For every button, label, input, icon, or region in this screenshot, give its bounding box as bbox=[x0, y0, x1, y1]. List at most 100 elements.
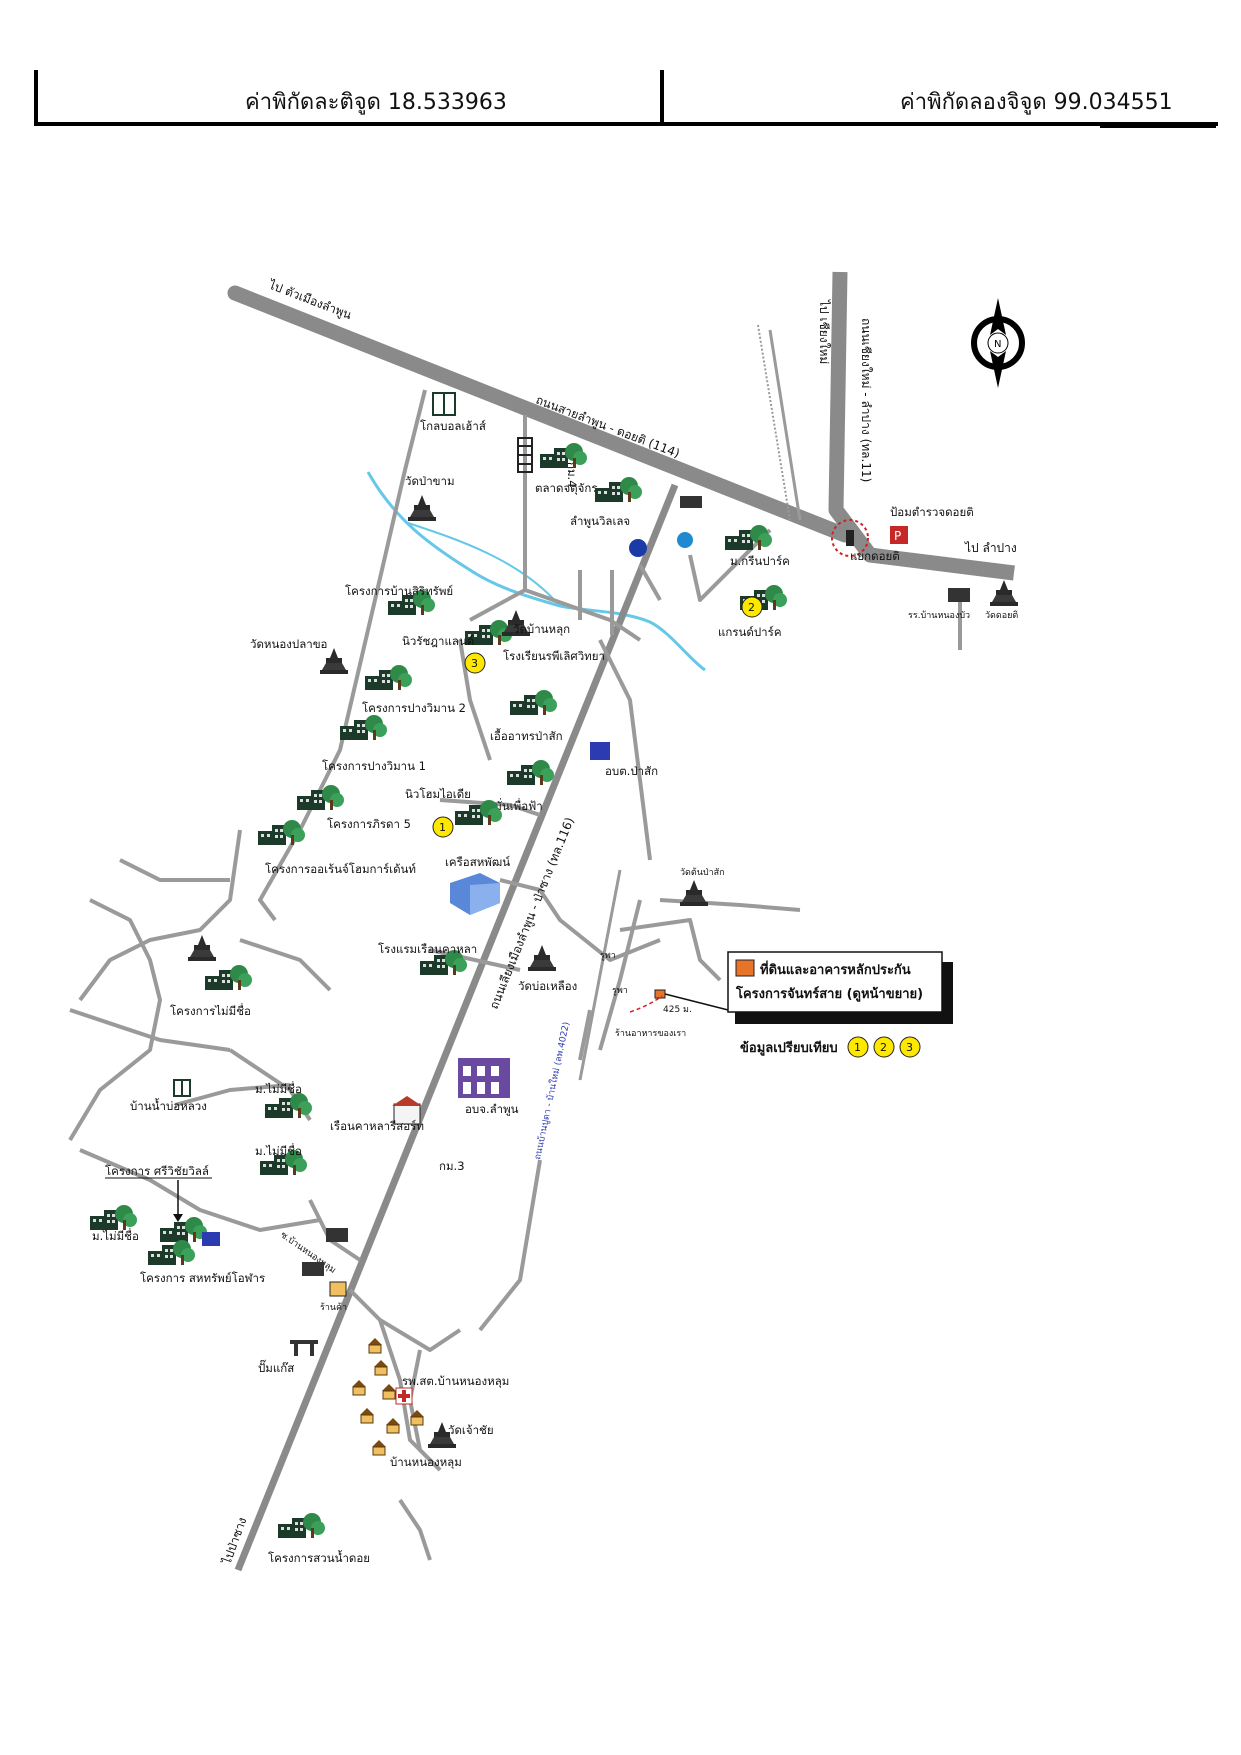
label-ruean-resort: เรือนคาหลารีสอร์ท bbox=[330, 1119, 424, 1133]
shop-b-icon bbox=[302, 1262, 324, 1276]
shop-c-icon bbox=[329, 1281, 347, 1297]
legend-marker-3 bbox=[899, 1036, 921, 1058]
label-km4: กม.4 bbox=[565, 462, 579, 488]
label-ban-nam-bo: บ้านน้ำบ่อหลวง bbox=[130, 1098, 207, 1113]
muen-phuea-icon bbox=[507, 760, 554, 785]
legend-marker-2-text: 2 bbox=[880, 1041, 887, 1054]
label-gas: ปั๊มแก๊ส bbox=[258, 1359, 294, 1375]
label-wat-doi-ti: วัดดอยติ bbox=[985, 610, 1018, 621]
label-saha-sap: โครงการ สหทรัพย์โอฬาร bbox=[140, 1271, 265, 1285]
mai-mi-chue4-icon bbox=[90, 1205, 137, 1230]
label-wat-ton-pasak: วัดต้นป่าสัก bbox=[680, 867, 725, 878]
subject-property-marker bbox=[654, 989, 666, 999]
road-lamphun-pasang bbox=[234, 483, 679, 1572]
road-to-chiangmai-rail-2 bbox=[757, 324, 791, 521]
label-shop: ร้านค้า bbox=[320, 1302, 347, 1313]
label-ban-nong-hlum: บ้านหนองหลุม bbox=[390, 1455, 462, 1469]
marker-1-text: 1 bbox=[439, 821, 446, 834]
label-rubber2: รูพา bbox=[612, 986, 628, 996]
label-market: ตลาดจตุจักร bbox=[535, 481, 598, 495]
longitude-label: ค่าพิกัดลองจิจูด 99.034551 bbox=[900, 90, 1173, 115]
house-icon-4 bbox=[381, 1383, 397, 1400]
label-road-4022: ถนนบ้านปูดา - บ้านใหม่ (ลพ.4022) bbox=[532, 1021, 572, 1161]
label-golf: โกลบอลเฮ้าส์ bbox=[420, 419, 486, 433]
ruean-resort-icon bbox=[392, 1096, 422, 1125]
legend-box bbox=[727, 951, 943, 1013]
legend-subtitle: โครงการจันทร์สาย (ดูหน้าขยาย) bbox=[735, 985, 923, 1002]
label-wat-nong-pla: วัดหนองปลาขอ bbox=[250, 637, 327, 651]
wat-pa-kham-icon bbox=[408, 495, 436, 521]
label-police: ป้อมตำรวจดอยติ bbox=[890, 505, 974, 519]
orange-home-icon bbox=[258, 820, 305, 845]
label-orange-home: โครงการออเร้นจ์โฮมการ์เด้นท์ bbox=[265, 862, 416, 876]
label-siri-sap: โครงการบ้านสิริทรัพย์ bbox=[345, 584, 453, 598]
house-icon-1 bbox=[367, 1337, 383, 1354]
wat-nong-pla-icon bbox=[320, 648, 348, 674]
label-nirun-school: โรงเรียนรพีเลิศวิทยา bbox=[503, 649, 605, 663]
lamphun-village-icon bbox=[595, 477, 642, 502]
header-underline bbox=[1100, 124, 1216, 128]
legend-compare-label: ข้อมูลเปรียบเทียบ bbox=[740, 1040, 838, 1056]
hospital-icon bbox=[395, 1387, 413, 1405]
label-mai-mi-chue3: ม.ไม่มีชื่อ bbox=[255, 1143, 302, 1158]
label-mai-mi-chue4: ม.ไม่มีชื่อ bbox=[92, 1228, 139, 1243]
label-wat-pa-kham: วัดป่าขาม bbox=[405, 474, 455, 488]
comparison-marker-3 bbox=[464, 652, 486, 674]
house-icon-2 bbox=[373, 1359, 389, 1376]
bus-stop-icon bbox=[680, 496, 702, 508]
legend-subject-swatch bbox=[735, 959, 755, 977]
golf-icon bbox=[432, 392, 456, 416]
ban-nong-hlum-road bbox=[578, 869, 622, 1081]
label-new-home: นิวโฮมไอเดีย bbox=[405, 787, 471, 801]
label-pasak-homes: เอื้ออาทรป่าสัก bbox=[490, 728, 563, 743]
label-suan-nam: โครงการสวนน้ำดอย bbox=[268, 1550, 370, 1565]
label-school: รร.บ้านหนองบัว bbox=[908, 610, 970, 621]
house-icon-3 bbox=[351, 1379, 367, 1396]
intersection-marker bbox=[831, 519, 869, 557]
comparison-marker-1 bbox=[432, 816, 454, 838]
traffic-light-icon bbox=[846, 530, 854, 546]
saha-sap-icon bbox=[148, 1240, 195, 1265]
coordinate-header bbox=[34, 70, 1218, 126]
latitude-label: ค่าพิกัดละติจูด 18.533963 bbox=[245, 90, 507, 115]
mai-mi-chue1-icon bbox=[205, 965, 252, 990]
label-mai-mi-chue2: ม.ไม่มีชื่อ bbox=[255, 1081, 302, 1096]
label-shop2: ร้านอาหารของเรา bbox=[615, 1028, 686, 1039]
legend-title: ที่ดินและอาคารหลักประกัน bbox=[760, 960, 911, 978]
label-grand-park: แกรนด์ปาร์ค bbox=[718, 625, 782, 639]
house-icon-8 bbox=[371, 1439, 387, 1456]
label-pang-wimarn1: โครงการปางวิมาน 1 bbox=[322, 759, 426, 773]
label-road-11: ถนนเชียงใหม่ - ลำปาง (ทล.11) bbox=[859, 318, 873, 482]
wat-unnamed-icon bbox=[188, 935, 216, 961]
legend-marker-1-text: 1 bbox=[854, 1041, 861, 1054]
label-hospital: รพ.สต.บ้านหนองหลุม bbox=[402, 1374, 509, 1388]
label-hotel: โรงแรมเรือนคาหลา bbox=[378, 942, 477, 956]
river bbox=[366, 471, 706, 672]
river-branch bbox=[404, 521, 561, 607]
shop-a-icon bbox=[326, 1228, 348, 1242]
compass-icon: N bbox=[971, 298, 1025, 388]
label-green-park: ม.กรีนปาร์ค bbox=[730, 554, 790, 568]
market-icon bbox=[517, 437, 533, 473]
obt-pasak-icon bbox=[590, 742, 610, 760]
label-obt-pasak: อบต.ป่าสัก bbox=[605, 764, 658, 778]
green-park-icon bbox=[725, 525, 772, 550]
label-new-city: นิวรัชฎาแลนด์ bbox=[402, 634, 474, 648]
label-phirada5: โครงการภิรดา 5 bbox=[327, 817, 411, 831]
label-wat-bo-lueang: วัดบ่อเหลือง bbox=[518, 979, 577, 993]
marker-3-text: 3 bbox=[471, 657, 478, 670]
sahaphat-icon bbox=[450, 873, 500, 915]
label-wat-chao-chai: วัดเจ้าชัย bbox=[448, 1423, 494, 1437]
obj-lamphun-icon bbox=[458, 1058, 510, 1098]
ban-nam-bo-icon bbox=[173, 1079, 191, 1097]
mai-mi-chue2-icon bbox=[265, 1093, 312, 1118]
compass-north-label: N bbox=[994, 339, 1001, 350]
label-pang-wimarn2: โครงการปางวิมาน 2 bbox=[362, 701, 466, 715]
marker-2-text: 2 bbox=[748, 601, 755, 614]
label-siri-chai: โครงการ ศรีวิชัยวิลล์ bbox=[105, 1164, 209, 1178]
label-rubber: รูพา bbox=[600, 951, 616, 961]
wat-ton-pasak-icon bbox=[680, 880, 708, 906]
wat-bo-lueang-icon bbox=[528, 945, 556, 971]
legend-marker-1 bbox=[847, 1036, 869, 1058]
